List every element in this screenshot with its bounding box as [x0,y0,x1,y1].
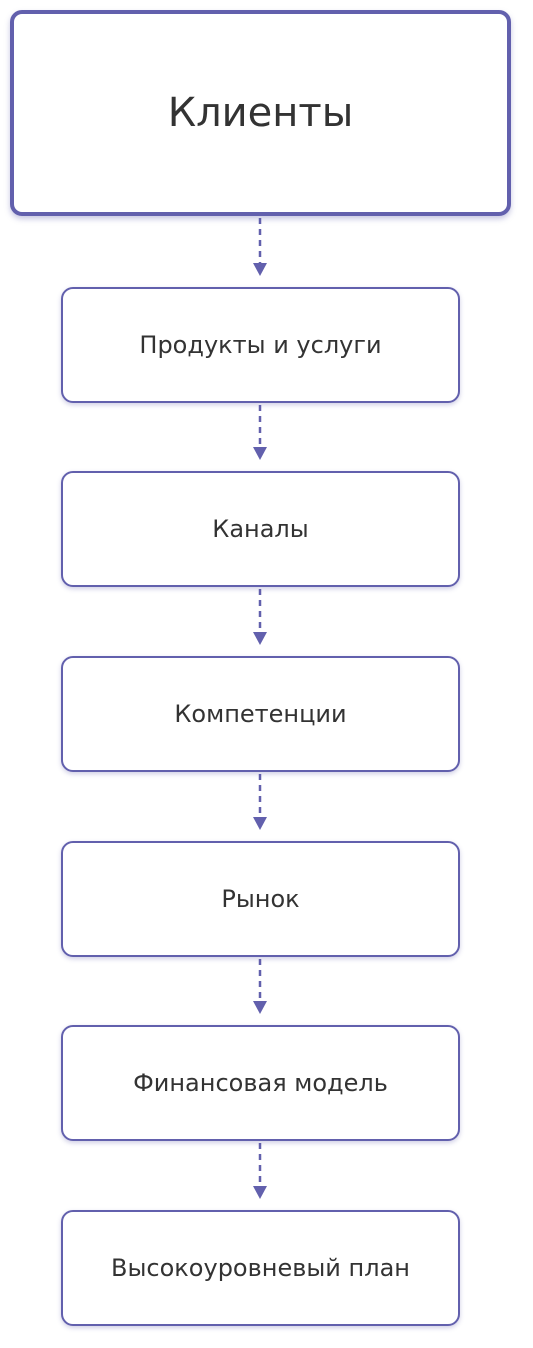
node-products-and-services: Продукты и услуги [61,287,460,403]
node-channels-label: Каналы [212,515,309,543]
node-high-level-plan: Высокоуровневый план [61,1210,460,1326]
node-clients: Клиенты [10,10,511,216]
node-products-and-services-label: Продукты и услуги [139,331,382,359]
node-financial-model: Финансовая модель [61,1025,460,1141]
node-channels: Каналы [61,471,460,587]
arrowhead-step-3-to-step-4 [253,817,267,830]
node-high-level-plan-label: Высокоуровневый план [111,1254,410,1282]
node-market-label: Рынок [221,885,300,913]
arrowhead-step-5-to-step-6 [253,1186,267,1199]
node-competencies: Компетенции [61,656,460,772]
node-market: Рынок [61,841,460,957]
node-clients-label: Клиенты [167,90,354,136]
arrowhead-step-4-to-step-5 [253,1001,267,1014]
node-competencies-label: Компетенции [174,700,347,728]
node-financial-model-label: Финансовая модель [133,1069,388,1097]
arrowhead-step-2-to-step-3 [253,632,267,645]
arrowhead-root-to-step-1 [253,263,267,276]
arrowhead-step-1-to-step-2 [253,447,267,460]
